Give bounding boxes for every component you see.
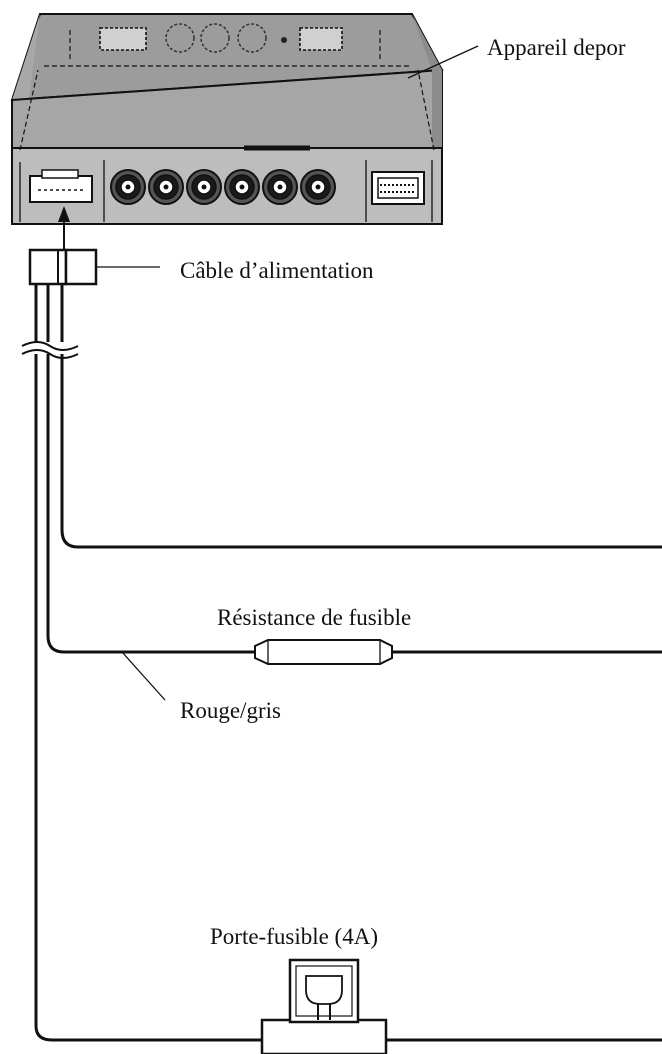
top-dot-icon [281, 37, 287, 43]
fuse-resistor [254, 639, 393, 665]
device-unit [10, 13, 444, 225]
wire-red-gray [46, 284, 255, 654]
fuse-holder [260, 958, 388, 1054]
top-grid-icon [299, 27, 343, 51]
fuse-icon [305, 975, 343, 1020]
wire-upper [60, 284, 662, 549]
fuse-resistor-label: Résistance de fusible [217, 605, 411, 630]
power-cable-plug [28, 206, 98, 286]
rca-jack [186, 169, 222, 205]
fuse-holder-label: Porte-fusible (4A) [210, 924, 378, 949]
top-dial-icon-3 [237, 23, 267, 53]
rca-jack [262, 169, 298, 205]
red-gray-leader [121, 651, 166, 701]
cable-break-mark [20, 341, 80, 359]
red-gray-label: Rouge/gris [180, 698, 281, 723]
rca-jack [148, 169, 184, 205]
device-leader-line [407, 45, 479, 79]
rca-jack [224, 169, 260, 205]
top-slot-icon [99, 27, 147, 51]
power-socket [29, 169, 93, 203]
top-dial-icon-2 [200, 23, 230, 53]
wires [34, 284, 662, 1042]
plug-arrow [58, 206, 70, 222]
wire-fuse-holder [34, 284, 262, 1042]
rca-jacks [110, 169, 336, 205]
rca-jack [110, 169, 146, 205]
power-cable-label: Câble d’alimentation [180, 258, 374, 283]
rca-jack [300, 169, 336, 205]
device-top-icons [99, 23, 343, 53]
multipin-port [371, 171, 425, 205]
device-label: Appareil depor [487, 35, 626, 60]
top-dial-icon-1 [165, 23, 195, 53]
